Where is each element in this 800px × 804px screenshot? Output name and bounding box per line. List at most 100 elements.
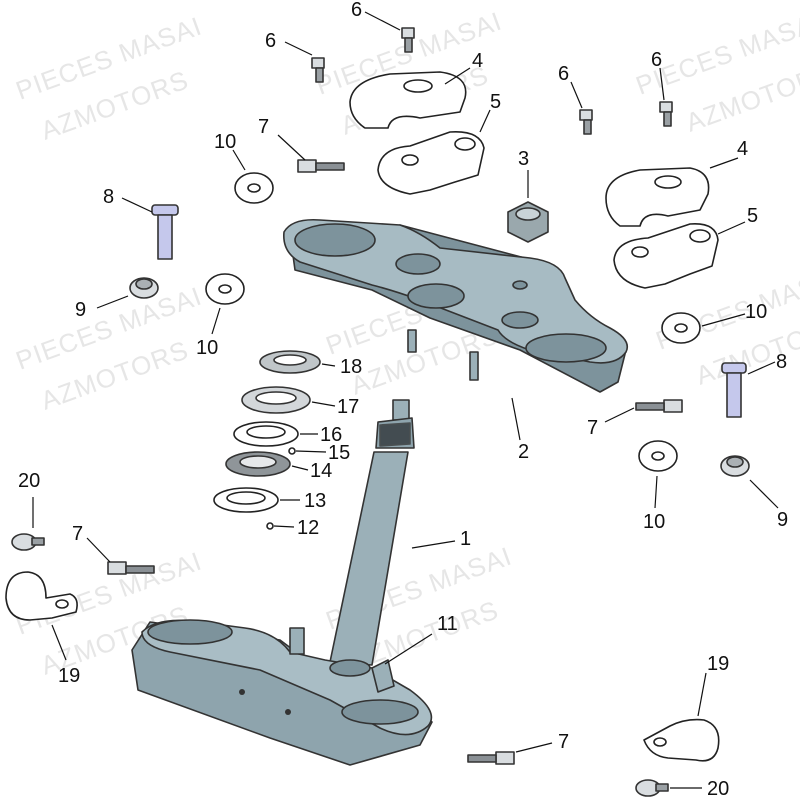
washer-10-c xyxy=(661,312,701,344)
callout-20: 20 xyxy=(707,778,729,800)
callout-20: 20 xyxy=(18,470,40,492)
screw-20-left xyxy=(11,533,45,551)
leader-10a xyxy=(232,149,246,171)
screw-20-right xyxy=(635,779,669,797)
callout-4: 4 xyxy=(472,50,483,72)
watermark-top-left: PIECES MASAI AZMOTORS xyxy=(12,11,206,146)
upper-triple-clamp xyxy=(283,218,629,393)
bearing-14 xyxy=(225,451,291,477)
bearing-race-16 xyxy=(233,421,299,447)
callout-10: 10 xyxy=(745,301,767,323)
callout-13: 13 xyxy=(304,490,326,512)
leader-9b xyxy=(749,479,779,509)
nut-9-right xyxy=(720,455,750,477)
leader-19a xyxy=(51,624,67,661)
leader-10c xyxy=(701,313,746,327)
nut-9-left xyxy=(129,277,159,299)
callout-6: 6 xyxy=(265,30,276,52)
callout-1: 1 xyxy=(460,528,471,550)
callout-7: 7 xyxy=(258,116,269,138)
callout-17: 17 xyxy=(337,396,359,418)
leader-12 xyxy=(273,525,295,528)
callout-labels: 6 6 6 6 4 5 4 5 7 10 3 8 9 10 10 8 7 10 … xyxy=(18,0,788,800)
leader-lines xyxy=(32,11,779,789)
dust-seal-17 xyxy=(241,386,311,414)
handlebar-clamp-lower-right xyxy=(613,223,719,289)
callout-18: 18 xyxy=(340,356,362,378)
leader-1 xyxy=(411,540,456,549)
leader-7a xyxy=(277,134,306,161)
leader-4a xyxy=(444,67,471,85)
leader-19b xyxy=(697,672,707,717)
callout-12: 12 xyxy=(297,517,319,539)
callout-8: 8 xyxy=(103,186,114,208)
bolt-8-left xyxy=(151,204,179,260)
watermark-top-right: PIECES MASAI AZMOTORS xyxy=(632,6,800,138)
bolt-6-a xyxy=(401,27,415,53)
callout-7: 7 xyxy=(587,417,598,439)
leader-7d xyxy=(515,742,553,753)
leader-6b xyxy=(284,41,313,56)
bolt-7-b xyxy=(635,399,683,413)
bolt-7-c xyxy=(107,561,155,575)
steering-stem xyxy=(329,399,415,666)
cable-clamp-19-right xyxy=(643,718,720,762)
callout-8: 8 xyxy=(776,351,787,373)
callout-10: 10 xyxy=(214,131,236,153)
bolt-6-c xyxy=(579,109,593,135)
callout-2: 2 xyxy=(518,441,529,463)
watermark-middle-left: PIECES MASAI AZMOTORS xyxy=(12,281,206,416)
callout-6: 6 xyxy=(558,63,569,85)
cable-clamp-19-left xyxy=(5,571,78,621)
leader-6a xyxy=(364,11,401,31)
leader-7b xyxy=(604,407,635,423)
washer-10-a xyxy=(234,172,274,204)
bearing-nut-18 xyxy=(259,350,321,374)
leader-5b xyxy=(717,221,746,235)
callout-7: 7 xyxy=(558,731,569,753)
callout-14: 14 xyxy=(310,460,332,482)
bolt-7-a xyxy=(297,159,345,173)
bearing-race-13 xyxy=(213,487,279,513)
callout-19: 19 xyxy=(707,653,729,675)
leader-10d xyxy=(654,475,658,509)
callout-15: 15 xyxy=(328,442,350,464)
leader-15 xyxy=(295,450,327,453)
leader-2 xyxy=(511,397,521,441)
bolt-8-right xyxy=(721,362,747,418)
leader-10b xyxy=(211,307,221,335)
callout-5: 5 xyxy=(747,205,758,227)
leader-8a xyxy=(121,197,153,213)
bearing-ball-15 xyxy=(288,447,296,455)
washer-10-d xyxy=(638,440,678,472)
callout-11: 11 xyxy=(437,613,458,635)
leader-18 xyxy=(321,363,336,367)
callout-5: 5 xyxy=(490,91,501,113)
leader-6d xyxy=(659,67,665,101)
leader-4b xyxy=(709,157,739,169)
leader-6c xyxy=(570,81,583,109)
ball-12 xyxy=(266,522,274,530)
handlebar-clamp-upper-left xyxy=(349,71,467,129)
bolt-7-d xyxy=(467,751,515,765)
bolt-6-b xyxy=(311,57,325,83)
callout-16: 16 xyxy=(320,424,342,446)
leader-11 xyxy=(384,633,433,665)
callout-7: 7 xyxy=(72,523,83,545)
callout-9: 9 xyxy=(777,509,788,531)
callout-9: 9 xyxy=(75,299,86,321)
lower-triple-clamp xyxy=(131,619,433,766)
callout-10: 10 xyxy=(643,511,665,533)
stem-nut xyxy=(507,201,549,243)
callout-6: 6 xyxy=(351,0,362,21)
leader-17 xyxy=(311,401,336,407)
handlebar-clamp-upper-right xyxy=(605,167,710,227)
leader-9a xyxy=(96,295,129,309)
leader-8b xyxy=(747,361,776,375)
fitting-11 xyxy=(371,659,395,693)
callout-4: 4 xyxy=(737,138,748,160)
leader-7c xyxy=(86,537,111,563)
callout-3: 3 xyxy=(518,148,529,170)
